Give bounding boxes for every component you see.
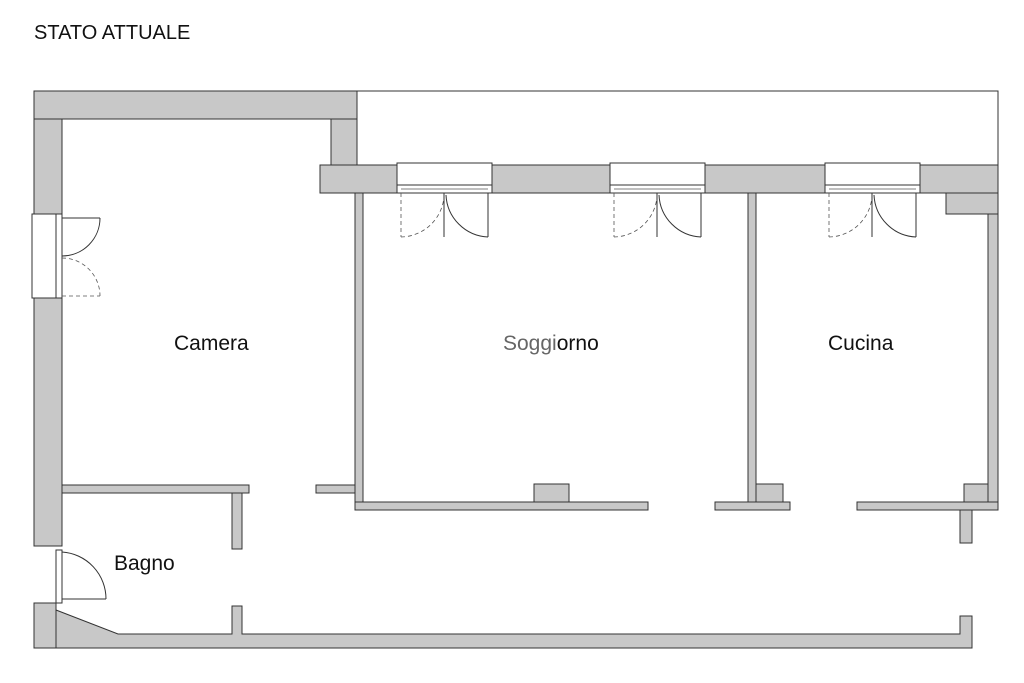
wall-facade-2 [491,164,611,194]
wall-facade-4 [919,164,999,194]
wall-cucina-pilaster [755,483,784,503]
door-swing-soggiorno-left [400,193,489,238]
wall-kitchen-corner [945,192,999,215]
balcony-outline [356,90,999,166]
wall-camera-bottom [61,484,250,494]
window-cucina [824,162,921,194]
wall-soggiorno-bottom [354,501,649,511]
wall-cucina-bottom-left [714,501,791,511]
window-soggiorno-left [396,162,493,194]
door-swing-bagno [55,549,107,604]
wall-camera-right-top [330,118,358,166]
room-label-bagno: Bagno [114,552,175,575]
door-swing-cucina [828,193,917,238]
window-soggiorno-right [609,162,706,194]
window-camera-left [31,213,63,299]
wall-stub-camera-right [315,484,356,494]
wall-kitchen-stub [959,509,973,544]
wall-soggiorno-left [354,192,364,504]
wall-facade-1 [319,164,398,194]
room-label-camera: Camera [174,332,249,355]
door-swing-camera-window [61,217,101,297]
wall-left-middle [33,297,63,547]
wall-left-upper [33,118,63,215]
room-label-soggiorno: Soggiorno [503,332,599,355]
wall-bagno-right [231,492,243,550]
plan-title: STATO ATTUALE [34,22,190,44]
door-swing-soggiorno-right [613,193,702,238]
wall-soggiorno-pilaster [533,483,570,503]
wall-top-camera [33,90,358,120]
wall-facade-3 [704,164,826,194]
wall-bottom [55,605,973,649]
wall-cucina-bottom-right [856,501,999,511]
wall-soggiorno-cucina [747,192,757,504]
room-label-cucina: Cucina [828,332,894,355]
wall-left-bottom [33,602,57,649]
wall-right-kitchen [987,213,999,511]
